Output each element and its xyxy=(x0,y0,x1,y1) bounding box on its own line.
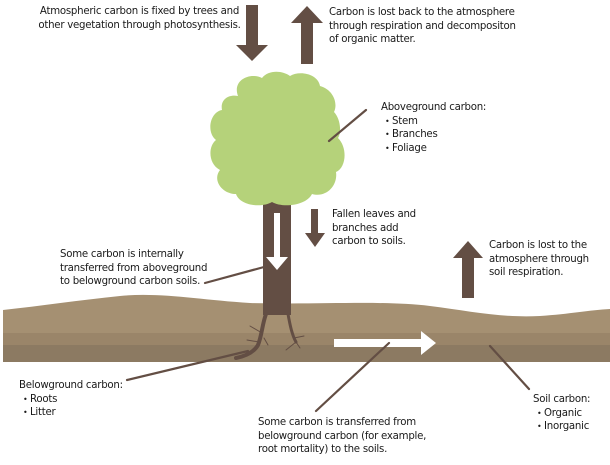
aboveground-item: Foliage xyxy=(385,142,486,156)
leader-soil-carbon xyxy=(488,344,531,391)
belowground-item: Litter xyxy=(23,406,123,420)
respiration-label: Carbon is lost back to the atmosphere th… xyxy=(329,6,516,47)
internal-line3: to belowground carbon soils. xyxy=(60,276,201,288)
soil-transfer-arrow xyxy=(334,331,436,355)
aboveground-item: Stem xyxy=(385,115,486,129)
soil-carbon-list: Organic Inorganic xyxy=(533,407,590,434)
fallen-line1: Fallen leaves and xyxy=(332,209,416,220)
transfer-line1: Some carbon is transferred from xyxy=(258,417,416,428)
internal-line2: transferred from aboveground xyxy=(60,262,208,274)
respiration-line3: of organic matter. xyxy=(329,34,416,46)
fallen-line3: carbon to soils. xyxy=(332,236,406,248)
soil-respiration-line1: Carbon is lost to the xyxy=(489,240,587,251)
soil-respiration-label: Carbon is lost to the atmosphere through… xyxy=(489,239,589,280)
soil-respiration-arrow xyxy=(453,241,483,298)
internal-transfer-label: Some carbon is internally transferred fr… xyxy=(60,248,207,289)
photosynthesis-text: Atmospheric carbon is fixed by trees and… xyxy=(38,6,241,31)
respiration-line1: Carbon is lost back to the atmosphere xyxy=(329,7,515,18)
aboveground-title: Aboveground carbon: xyxy=(381,102,487,113)
photosynthesis-arrow xyxy=(236,5,268,61)
fallen-line2: branches add xyxy=(332,222,399,234)
leader-lines xyxy=(125,108,531,413)
aboveground-list: Stem Branches Foliage xyxy=(381,115,486,156)
transfer-line3: root mortality) to the soils. xyxy=(258,444,388,456)
belowground-title: Belowground carbon: xyxy=(19,380,123,391)
tree-foliage xyxy=(210,71,345,206)
soil-band-mid xyxy=(3,333,610,345)
soil-carbon-item: Inorganic xyxy=(537,420,590,434)
leader-internal xyxy=(203,265,266,285)
respiration-arrow xyxy=(291,6,323,64)
belowground-label: Belowground carbon: Roots Litter xyxy=(19,379,123,420)
internal-transfer-arrow xyxy=(266,213,288,270)
fallen-leaves-label: Fallen leaves and branches add carbon to… xyxy=(332,208,416,249)
soil-carbon-item: Organic xyxy=(537,407,590,421)
leader-belowground xyxy=(125,349,250,382)
soil-transfer-label: Some carbon is transferred from belowgro… xyxy=(258,416,426,457)
belowground-list: Roots Litter xyxy=(19,393,123,420)
soil-respiration-line2: atmosphere through xyxy=(489,253,589,265)
soil-respiration-line3: soil respiration. xyxy=(489,267,564,279)
leader-transfer xyxy=(314,341,391,413)
respiration-line2: through respiration and decompositon xyxy=(329,20,516,32)
aboveground-label: Aboveground carbon: Stem Branches Foliag… xyxy=(381,101,486,155)
fallen-leaves-arrow xyxy=(305,209,325,247)
belowground-item: Roots xyxy=(23,393,123,407)
leader-aboveground xyxy=(327,108,368,143)
internal-line1: Some carbon is internally xyxy=(60,249,184,260)
transfer-line2: belowground carbon (for example, xyxy=(258,430,427,442)
photosynthesis-label: Atmospheric carbon is fixed by trees and… xyxy=(37,5,242,32)
aboveground-item: Branches xyxy=(385,128,486,142)
soil-band-bottom xyxy=(3,345,610,362)
soil-carbon-label: Soil carbon: Organic Inorganic xyxy=(533,393,590,434)
soil-carbon-title: Soil carbon: xyxy=(533,394,591,405)
tree-roots xyxy=(234,312,305,360)
